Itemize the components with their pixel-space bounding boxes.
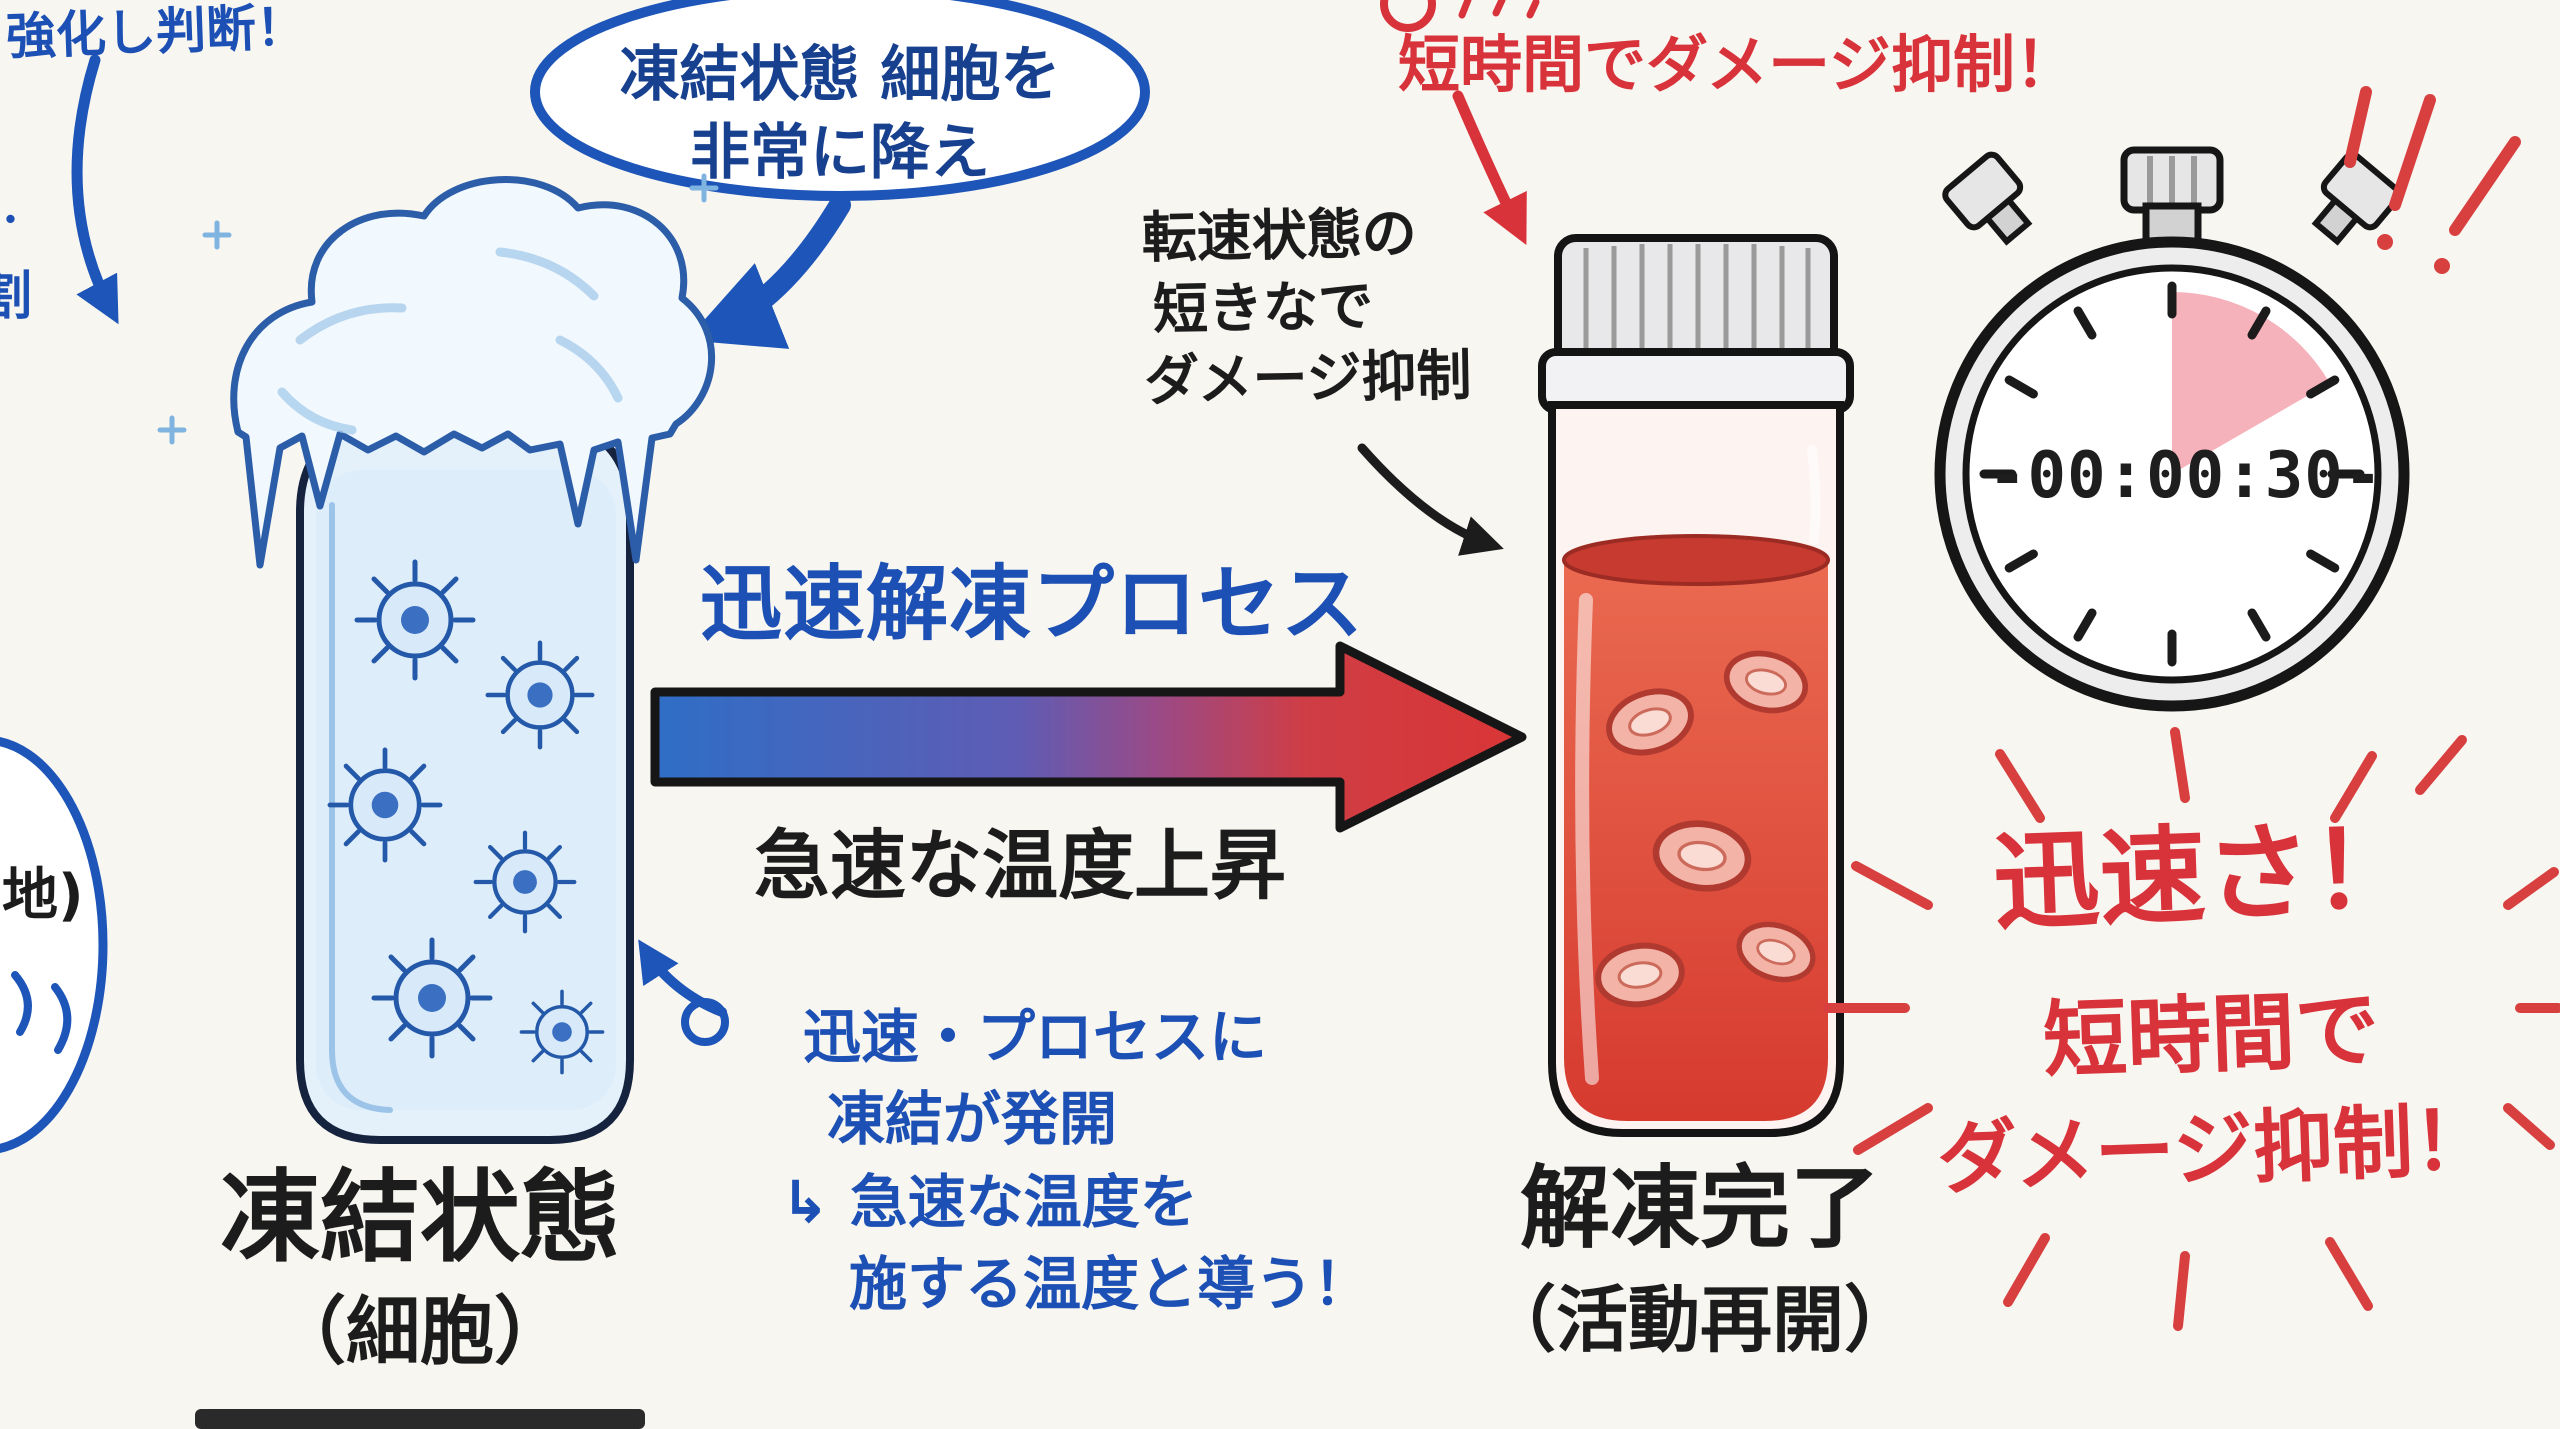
frozen-vial-label-line2: （細胞） (272, 1289, 568, 1375)
thawed-vial-label-line1: 解凍完了 (1520, 1156, 1880, 1261)
blue-note-line3: ↳ 急速な温度を (781, 1167, 1198, 1236)
thawed-vial-note-line3: ダメージ抑制 (1143, 343, 1473, 413)
stopwatch-display: -00:00:30- (1988, 439, 2384, 513)
stopwatch-illustration (1934, 146, 2410, 712)
frozen-vial-label-line1: 凍結状態 (220, 1159, 620, 1276)
thawed-vial-note-line1: 転速状態の (1141, 201, 1418, 270)
speech-bubble-line2: 非常に降え (690, 118, 990, 188)
speech-bubble-line1: 凍結状態 細胞を (619, 40, 1061, 110)
cutoff-red-badge (1380, 0, 1540, 32)
stopwatch-elapsed-wedge (2172, 292, 2330, 474)
speech-bubble-text: 凍結状態 細胞を 非常に降え (555, 36, 1125, 192)
frozen-vial-illustration (157, 173, 719, 1144)
left-fragment-1: ･ (0, 196, 22, 245)
left-bubble-text: 地) (2, 863, 84, 928)
arrow-bubble-to-vial (686, 194, 851, 349)
arrow-blacknote-to-vial (1357, 443, 1504, 556)
burst-text: 迅速さ！ 短時間で ダメージ抑制！ (1893, 801, 2526, 1208)
frost-sparkles (157, 173, 719, 445)
burst-lines (1823, 727, 2560, 1331)
thawed-vial-label-line2: （活動再開） (1483, 1278, 1916, 1362)
ice-cap (230, 176, 716, 569)
stopwatch-ticks (1979, 281, 2365, 667)
blue-note: 迅速・プロセスに 凍結が発開 ↳ 急速な温度を 施する温度と導う！ (781, 996, 1371, 1325)
thawed-vial-illustration (1538, 234, 1854, 1137)
frozen-vial-label: 凍結状態 （細胞） (170, 1158, 670, 1377)
left-fragment-2: 割 (0, 267, 33, 327)
thawed-vial-label: 解凍完了 （活動再開） (1460, 1155, 1940, 1363)
blue-note-line2: 凍結が発開 (827, 1085, 1118, 1154)
left-partial-bubble (0, 737, 108, 1153)
paper-edge (195, 1409, 645, 1429)
process-subtitle: 急速な温度上昇 (754, 821, 1286, 910)
arrow-top-left (71, 54, 119, 325)
top-red-annotation: 短時間でダメージ抑制！ (1398, 28, 2077, 101)
annotation-top-left: 強化し判断！ (5, 0, 307, 67)
gradient-process-arrow (650, 641, 1527, 833)
emphasis-strokes-top-right (2344, 86, 2521, 274)
thawed-vial-note-line2: 短きなで (1152, 273, 1374, 342)
thawed-vial-note: 転速状態の 短きなで ダメージ抑制 (1141, 197, 1472, 417)
process-title: 迅速解凍プロセス (700, 557, 1365, 652)
burst-text-line2: 短時間で (2041, 980, 2381, 1091)
stopwatch-right-button (2311, 151, 2402, 246)
arrow-note-to-vial (638, 939, 729, 1046)
burst-text-line1: 迅速さ！ (1991, 806, 2420, 945)
arrow-rednote-to-vial (1452, 90, 1527, 246)
blue-note-line4: 施する温度と導う！ (849, 1250, 1372, 1319)
stopwatch-left-button (1942, 151, 2033, 246)
blue-note-line1: 迅速・プロセスに (803, 1003, 1268, 1071)
